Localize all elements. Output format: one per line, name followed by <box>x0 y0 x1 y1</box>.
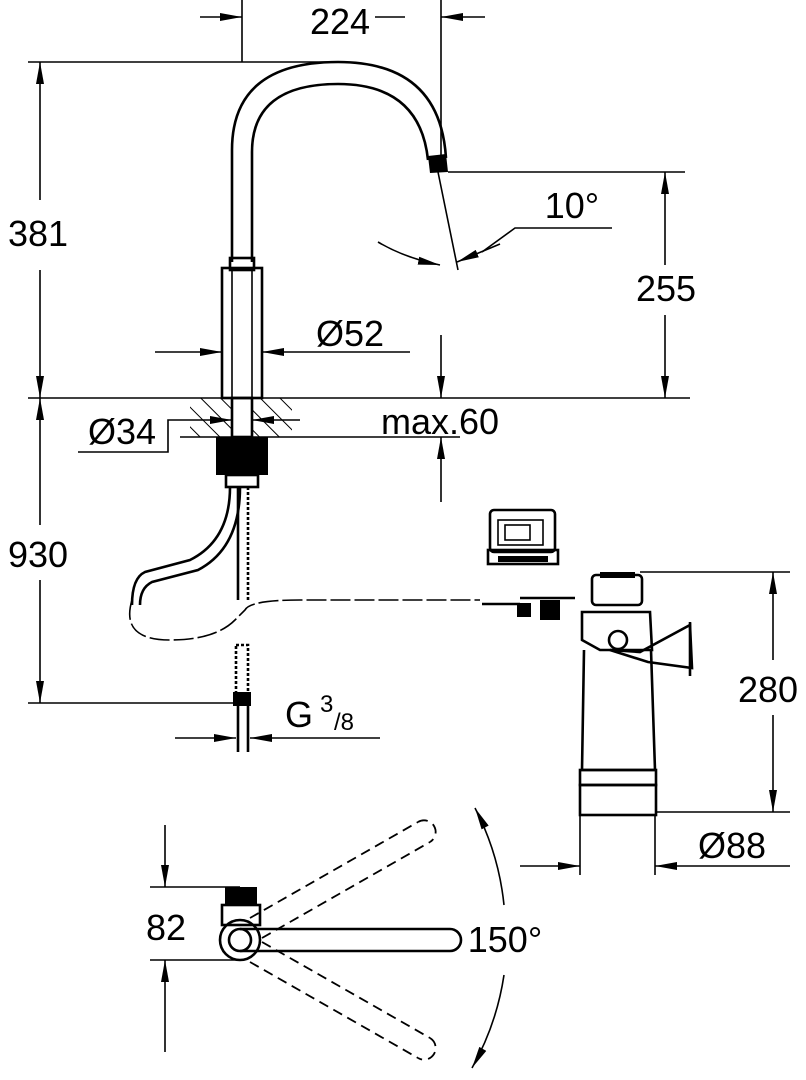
filter-cartridge <box>482 572 694 817</box>
dim-label-diameter-34: Ø34 <box>88 411 156 452</box>
dimension-224: 224 <box>200 0 485 170</box>
dim-label-diameter-52: Ø52 <box>316 313 384 354</box>
dimension-255: 255 <box>448 171 696 398</box>
mounting-nut <box>216 437 268 489</box>
dim-label-280: 280 <box>738 669 798 710</box>
dim-label-thread-g: G <box>285 694 313 735</box>
dim-label-thread-num: 3 <box>320 691 333 718</box>
dim-label-224: 224 <box>310 1 370 42</box>
dim-label-thread-den: /8 <box>334 709 354 736</box>
dim-label-10deg: 10° <box>545 185 599 226</box>
dimension-thread-g38: G 3 /8 <box>175 691 380 742</box>
hoses <box>128 486 480 752</box>
dimension-280: 280 <box>640 571 798 813</box>
dim-label-381: 381 <box>8 213 68 254</box>
dimension-82: 82 <box>146 825 240 1052</box>
dimension-150deg: 150° <box>468 807 542 1069</box>
dim-label-930: 930 <box>8 534 68 575</box>
filter-display-unit <box>486 508 560 566</box>
dim-label-82: 82 <box>146 907 186 948</box>
swivel-top-view <box>218 819 463 1061</box>
dimension-381: 381 <box>8 61 330 398</box>
countertop <box>190 396 292 439</box>
dimension-diameter-52: Ø52 <box>155 313 410 356</box>
dimension-10deg: 10° <box>377 171 612 271</box>
dimension-diameter-88: Ø88 <box>520 815 790 875</box>
dim-label-diameter-88: Ø88 <box>698 825 766 866</box>
dimension-930: 930 <box>8 398 245 704</box>
dim-label-150deg: 150° <box>468 919 542 960</box>
dim-label-max-60: max.60 <box>381 401 499 442</box>
dim-label-255: 255 <box>636 268 696 309</box>
